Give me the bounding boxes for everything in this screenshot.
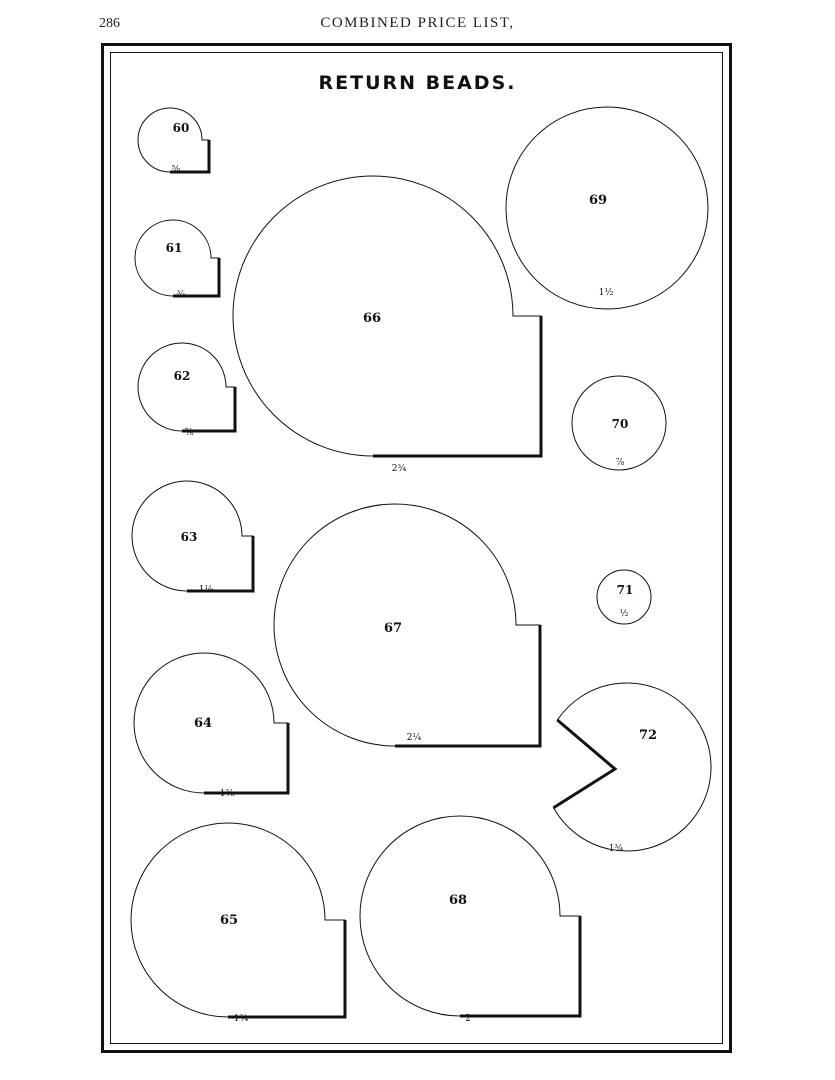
pattern-number: 66: [363, 311, 381, 326]
bead-profile-63: 63 1⅛: [131, 480, 255, 595]
notch-shadow-line: [552, 718, 618, 809]
fillet-shadow-line: [373, 316, 543, 458]
bead-profile-69: 69 1½: [505, 106, 709, 310]
bead-outline: [359, 815, 581, 1017]
fillet-shadow-line: [460, 916, 582, 1018]
pattern-number: 65: [220, 913, 238, 928]
plate-frame: [101, 43, 732, 1053]
bead-outline: [131, 480, 254, 592]
pattern-number: 69: [589, 193, 607, 208]
bead-outline: [571, 375, 667, 471]
fillet-shadow-line: [182, 387, 237, 433]
size-label: ¾: [177, 289, 186, 300]
bead-profile-68: 68 2: [359, 815, 582, 1024]
bead-outline: [130, 822, 346, 1018]
size-label: 1⅜: [220, 789, 235, 799]
size-label: 1⅛: [199, 585, 214, 595]
bead-profile-61: 61 ¾: [134, 219, 221, 300]
pattern-number: 62: [174, 369, 191, 383]
pattern-number: 63: [181, 530, 198, 544]
bead-outline: [137, 107, 210, 173]
bead-profile-64: 64 1⅜: [133, 652, 290, 799]
bead-outline: [137, 342, 236, 432]
pattern-number: 71: [617, 583, 634, 597]
bead-profile-67: 67 2¼: [273, 503, 542, 748]
pattern-number: 67: [384, 621, 402, 636]
size-label: 1½: [599, 287, 614, 298]
fillet-shadow-line: [187, 536, 255, 593]
fillet-shadow-line: [170, 140, 211, 174]
pattern-number: 64: [194, 716, 212, 731]
bead-profile-60: 60 ⅝: [137, 107, 211, 175]
bead-outline: [134, 219, 220, 297]
bead-outline: [133, 652, 289, 794]
size-label: ⅝: [172, 165, 181, 175]
plate-title: RETURN BEADS.: [318, 72, 517, 94]
bead-outline: [505, 106, 709, 310]
bead-outline: [552, 682, 712, 852]
size-label: 2: [465, 1014, 471, 1024]
page-number: 286: [99, 16, 120, 31]
fillet-shadow-line: [228, 920, 347, 1019]
size-label: ½: [620, 608, 629, 619]
size-label: 2¼: [407, 732, 422, 743]
pattern-number: 68: [449, 893, 467, 908]
bead-outline: [232, 175, 542, 457]
size-label: ⅞: [616, 458, 625, 468]
fillet-shadow-line: [395, 625, 542, 748]
bead-profile-72: 72 1¾: [552, 682, 712, 854]
bead-profile-65: 65 1¾: [130, 822, 347, 1024]
fillet-shadow-line: [204, 723, 290, 795]
pattern-number: 61: [166, 241, 183, 255]
pattern-number: 70: [612, 417, 629, 431]
size-label: 1¾: [234, 1013, 249, 1024]
bead-profile-70: 70 ⅞: [571, 375, 667, 471]
bead-profile-62: 62 ⅞: [137, 342, 237, 438]
bead-profile-66: 66 2¾: [232, 175, 543, 474]
bead-profile-71: 71 ½: [596, 569, 652, 625]
pattern-number: 72: [639, 728, 657, 743]
plate-inner-border: [110, 52, 723, 1044]
fillet-shadow-line: [173, 258, 221, 298]
bead-outline: [596, 569, 652, 625]
size-label: 2¾: [392, 463, 407, 474]
size-label: 1¾: [609, 843, 624, 854]
size-label: ⅞: [185, 428, 194, 438]
running-head: COMBINED PRICE LIST,: [320, 15, 515, 31]
pattern-number: 60: [173, 121, 190, 135]
bead-outline: [273, 503, 541, 747]
